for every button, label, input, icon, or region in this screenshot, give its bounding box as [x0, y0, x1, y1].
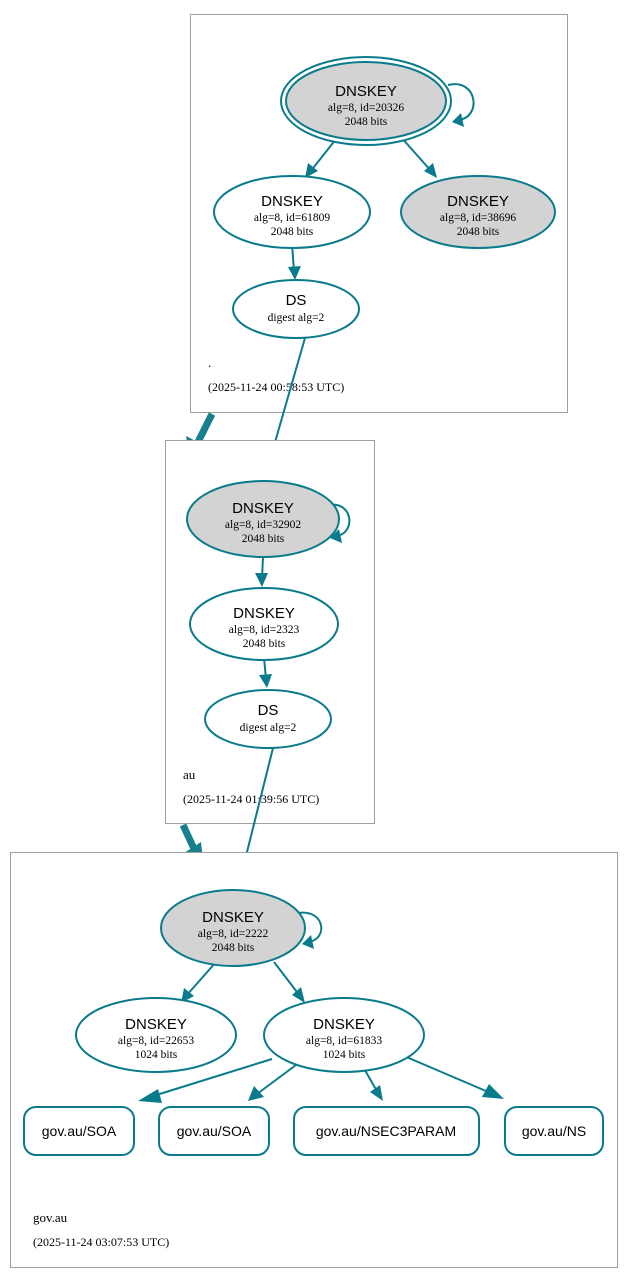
- node-root-key-38696[interactable]: DNSKEY alg=8, id=38696 2048 bits: [400, 175, 556, 249]
- zone-label-root: .: [208, 355, 211, 370]
- rrset-soa-1[interactable]: gov.au/SOA: [23, 1106, 135, 1156]
- node-au-zsk-title: DNSKEY: [233, 605, 295, 622]
- zone-group-root: DNSKEY alg=8, id=20326 2048 bits DNSKEY …: [190, 14, 568, 413]
- zone-timestamp-au: (2025-11-24 01:39:56 UTC): [183, 792, 319, 806]
- node-root-zsk[interactable]: DNSKEY alg=8, id=61809 2048 bits: [213, 175, 371, 249]
- node-root-ksk-params: alg=8, id=20326: [328, 102, 404, 114]
- node-au-zsk[interactable]: DNSKEY alg=8, id=2323 2048 bits: [189, 587, 339, 661]
- zone-group-govau: DNSKEY alg=8, id=2222 2048 bits DNSKEY a…: [10, 852, 618, 1268]
- node-root-ds-title: DS: [286, 292, 307, 309]
- node-govau-ksk[interactable]: DNSKEY alg=8, id=2222 2048 bits: [160, 889, 306, 967]
- node-au-ds[interactable]: DS digest alg=2: [204, 689, 332, 749]
- edge-au-zsk-to-au-ds: [259, 657, 272, 688]
- node-root-ksk-title: DNSKEY: [335, 83, 397, 100]
- zone-timestamp-govau: (2025-11-24 03:07:53 UTC): [33, 1235, 169, 1249]
- node-root-zsk-title: DNSKEY: [261, 193, 323, 210]
- node-au-zsk-bits: 2048 bits: [243, 638, 286, 650]
- node-au-ds-title: DS: [258, 702, 279, 719]
- node-govau-zsk-22653[interactable]: DNSKEY alg=8, id=22653 1024 bits: [75, 997, 237, 1073]
- edge-govau-zsk-61833-to-rrset-soa-2: [248, 1061, 301, 1101]
- rrset-nsec3param[interactable]: gov.au/NSEC3PARAM: [293, 1106, 480, 1156]
- node-govau-zsk-22653-title: DNSKEY: [125, 1016, 187, 1033]
- rrset-soa-2[interactable]: gov.au/SOA: [158, 1106, 270, 1156]
- edge-root-ksk-self-sign: [447, 83, 475, 127]
- node-root-key-38696-title: DNSKEY: [447, 193, 509, 210]
- node-au-ksk-bits: 2048 bits: [242, 533, 285, 545]
- node-root-key-38696-params: alg=8, id=38696: [440, 212, 516, 224]
- edge-govau-ksk-to-govau-zsk-61833: [273, 961, 305, 1003]
- node-govau-ksk-params: alg=8, id=2222: [198, 928, 269, 940]
- node-au-ksk-params: alg=8, id=32902: [225, 519, 301, 531]
- rrset-ns[interactable]: gov.au/NS: [504, 1106, 604, 1156]
- node-root-zsk-params: alg=8, id=61809: [254, 212, 330, 224]
- node-govau-zsk-22653-bits: 1024 bits: [135, 1049, 178, 1061]
- zone-group-au: DNSKEY alg=8, id=32902 2048 bits DNSKEY …: [165, 440, 375, 824]
- rrset-nsec3param-label: gov.au/NSEC3PARAM: [316, 1123, 456, 1139]
- rrset-soa-2-label: gov.au/SOA: [177, 1123, 252, 1139]
- edge-au-ksk-to-au-zsk: [255, 556, 268, 587]
- edge-root-ksk-to-root-key-38696: [399, 135, 437, 178]
- node-govau-zsk-22653-params: alg=8, id=22653: [118, 1035, 194, 1047]
- node-root-ksk[interactable]: DNSKEY alg=8, id=20326 2048 bits: [280, 56, 452, 146]
- node-au-ksk-title: DNSKEY: [232, 500, 294, 517]
- node-govau-ksk-bits: 2048 bits: [212, 942, 255, 954]
- node-root-key-38696-bits: 2048 bits: [457, 226, 500, 238]
- node-govau-ksk-title: DNSKEY: [202, 909, 264, 926]
- zone-timestamp-root: (2025-11-24 00:58:53 UTC): [208, 380, 344, 394]
- node-govau-zsk-61833[interactable]: DNSKEY alg=8, id=61833 1024 bits: [263, 997, 425, 1073]
- node-root-ds-params: digest alg=2: [268, 312, 325, 324]
- edge-govau-zsk-61833-to-rrset-soa-1: [138, 1058, 273, 1103]
- node-govau-zsk-61833-params: alg=8, id=61833: [306, 1035, 382, 1047]
- node-root-zsk-bits: 2048 bits: [271, 226, 314, 238]
- node-au-zsk-params: alg=8, id=2323: [229, 624, 300, 636]
- node-au-ds-params: digest alg=2: [240, 722, 297, 734]
- node-govau-zsk-61833-title: DNSKEY: [313, 1016, 375, 1033]
- zone-label-govau: gov.au: [33, 1210, 68, 1225]
- node-au-ksk[interactable]: DNSKEY alg=8, id=32902 2048 bits: [186, 480, 340, 558]
- rrset-ns-label: gov.au/NS: [522, 1123, 586, 1139]
- rrset-soa-1-label: gov.au/SOA: [42, 1123, 117, 1139]
- node-root-ds[interactable]: DS digest alg=2: [232, 279, 360, 339]
- node-root-ksk-bits: 2048 bits: [345, 116, 388, 128]
- node-govau-zsk-61833-bits: 1024 bits: [323, 1049, 366, 1061]
- edge-govau-ksk-self-sign: [297, 911, 323, 949]
- zone-label-au: au: [183, 767, 196, 782]
